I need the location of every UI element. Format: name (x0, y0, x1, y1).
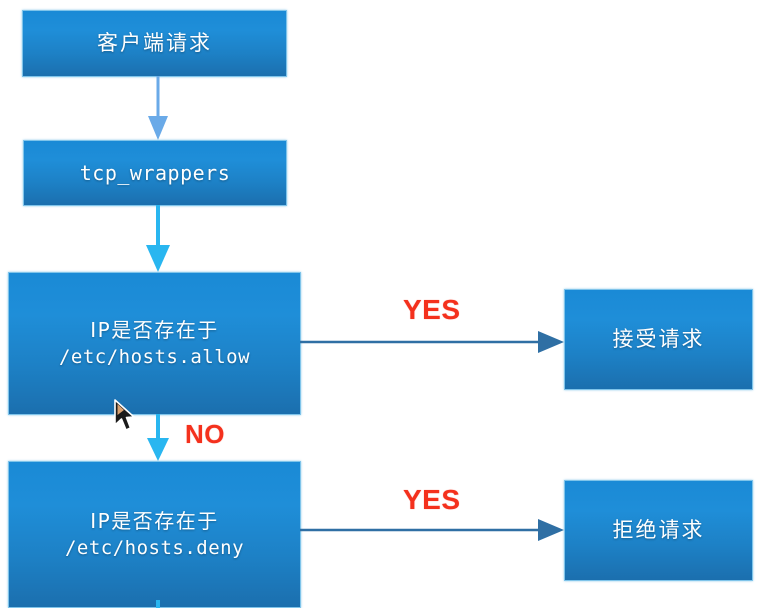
node-decision-hosts-deny[interactable]: IP是否存在于/etc/hosts.deny (8, 461, 301, 608)
node-reject-request[interactable]: 拒绝请求 (564, 480, 753, 581)
edge-label-no-allow: NO (185, 419, 225, 449)
edge-label-yes-allow: YES (403, 294, 461, 325)
node-client-request[interactable]: 客户端请求 (22, 10, 287, 77)
connector-hosts-allow-yes-to-accept (300, 330, 570, 356)
node-decision-hosts-deny-line2: /etc/hosts.deny (64, 536, 245, 559)
node-decision-hosts-deny-line1: IP是否存在于 (90, 509, 219, 534)
node-tcp-wrappers[interactable]: tcp_wrappers (23, 140, 287, 206)
node-client-request-label: 客户端请求 (97, 30, 212, 55)
node-decision-hosts-allow-line1: IP是否存在于 (90, 318, 219, 343)
edge-label-yes-deny: YES (403, 484, 461, 515)
connector-hosts-deny-no-stub (141, 600, 175, 608)
connector-client-to-tcpwrappers (141, 76, 175, 142)
node-accept-request-label: 接受请求 (612, 326, 705, 351)
node-decision-hosts-allow[interactable]: IP是否存在于/etc/hosts.allow (8, 272, 301, 415)
node-decision-hosts-deny-label: IP是否存在于/etc/hosts.deny (65, 508, 244, 560)
node-accept-request[interactable]: 接受请求 (564, 289, 753, 390)
connector-hosts-allow-no-to-hosts-deny (141, 414, 175, 463)
node-reject-request-label: 拒绝请求 (612, 517, 705, 542)
node-decision-hosts-allow-label: IP是否存在于/etc/hosts.allow (59, 317, 250, 369)
node-tcp-wrappers-label: tcp_wrappers (79, 160, 231, 185)
node-decision-hosts-allow-line2: /etc/hosts.allow (58, 345, 251, 368)
connector-hosts-deny-yes-to-reject (300, 518, 570, 544)
connector-tcpwrappers-to-hosts-allow (141, 205, 175, 274)
